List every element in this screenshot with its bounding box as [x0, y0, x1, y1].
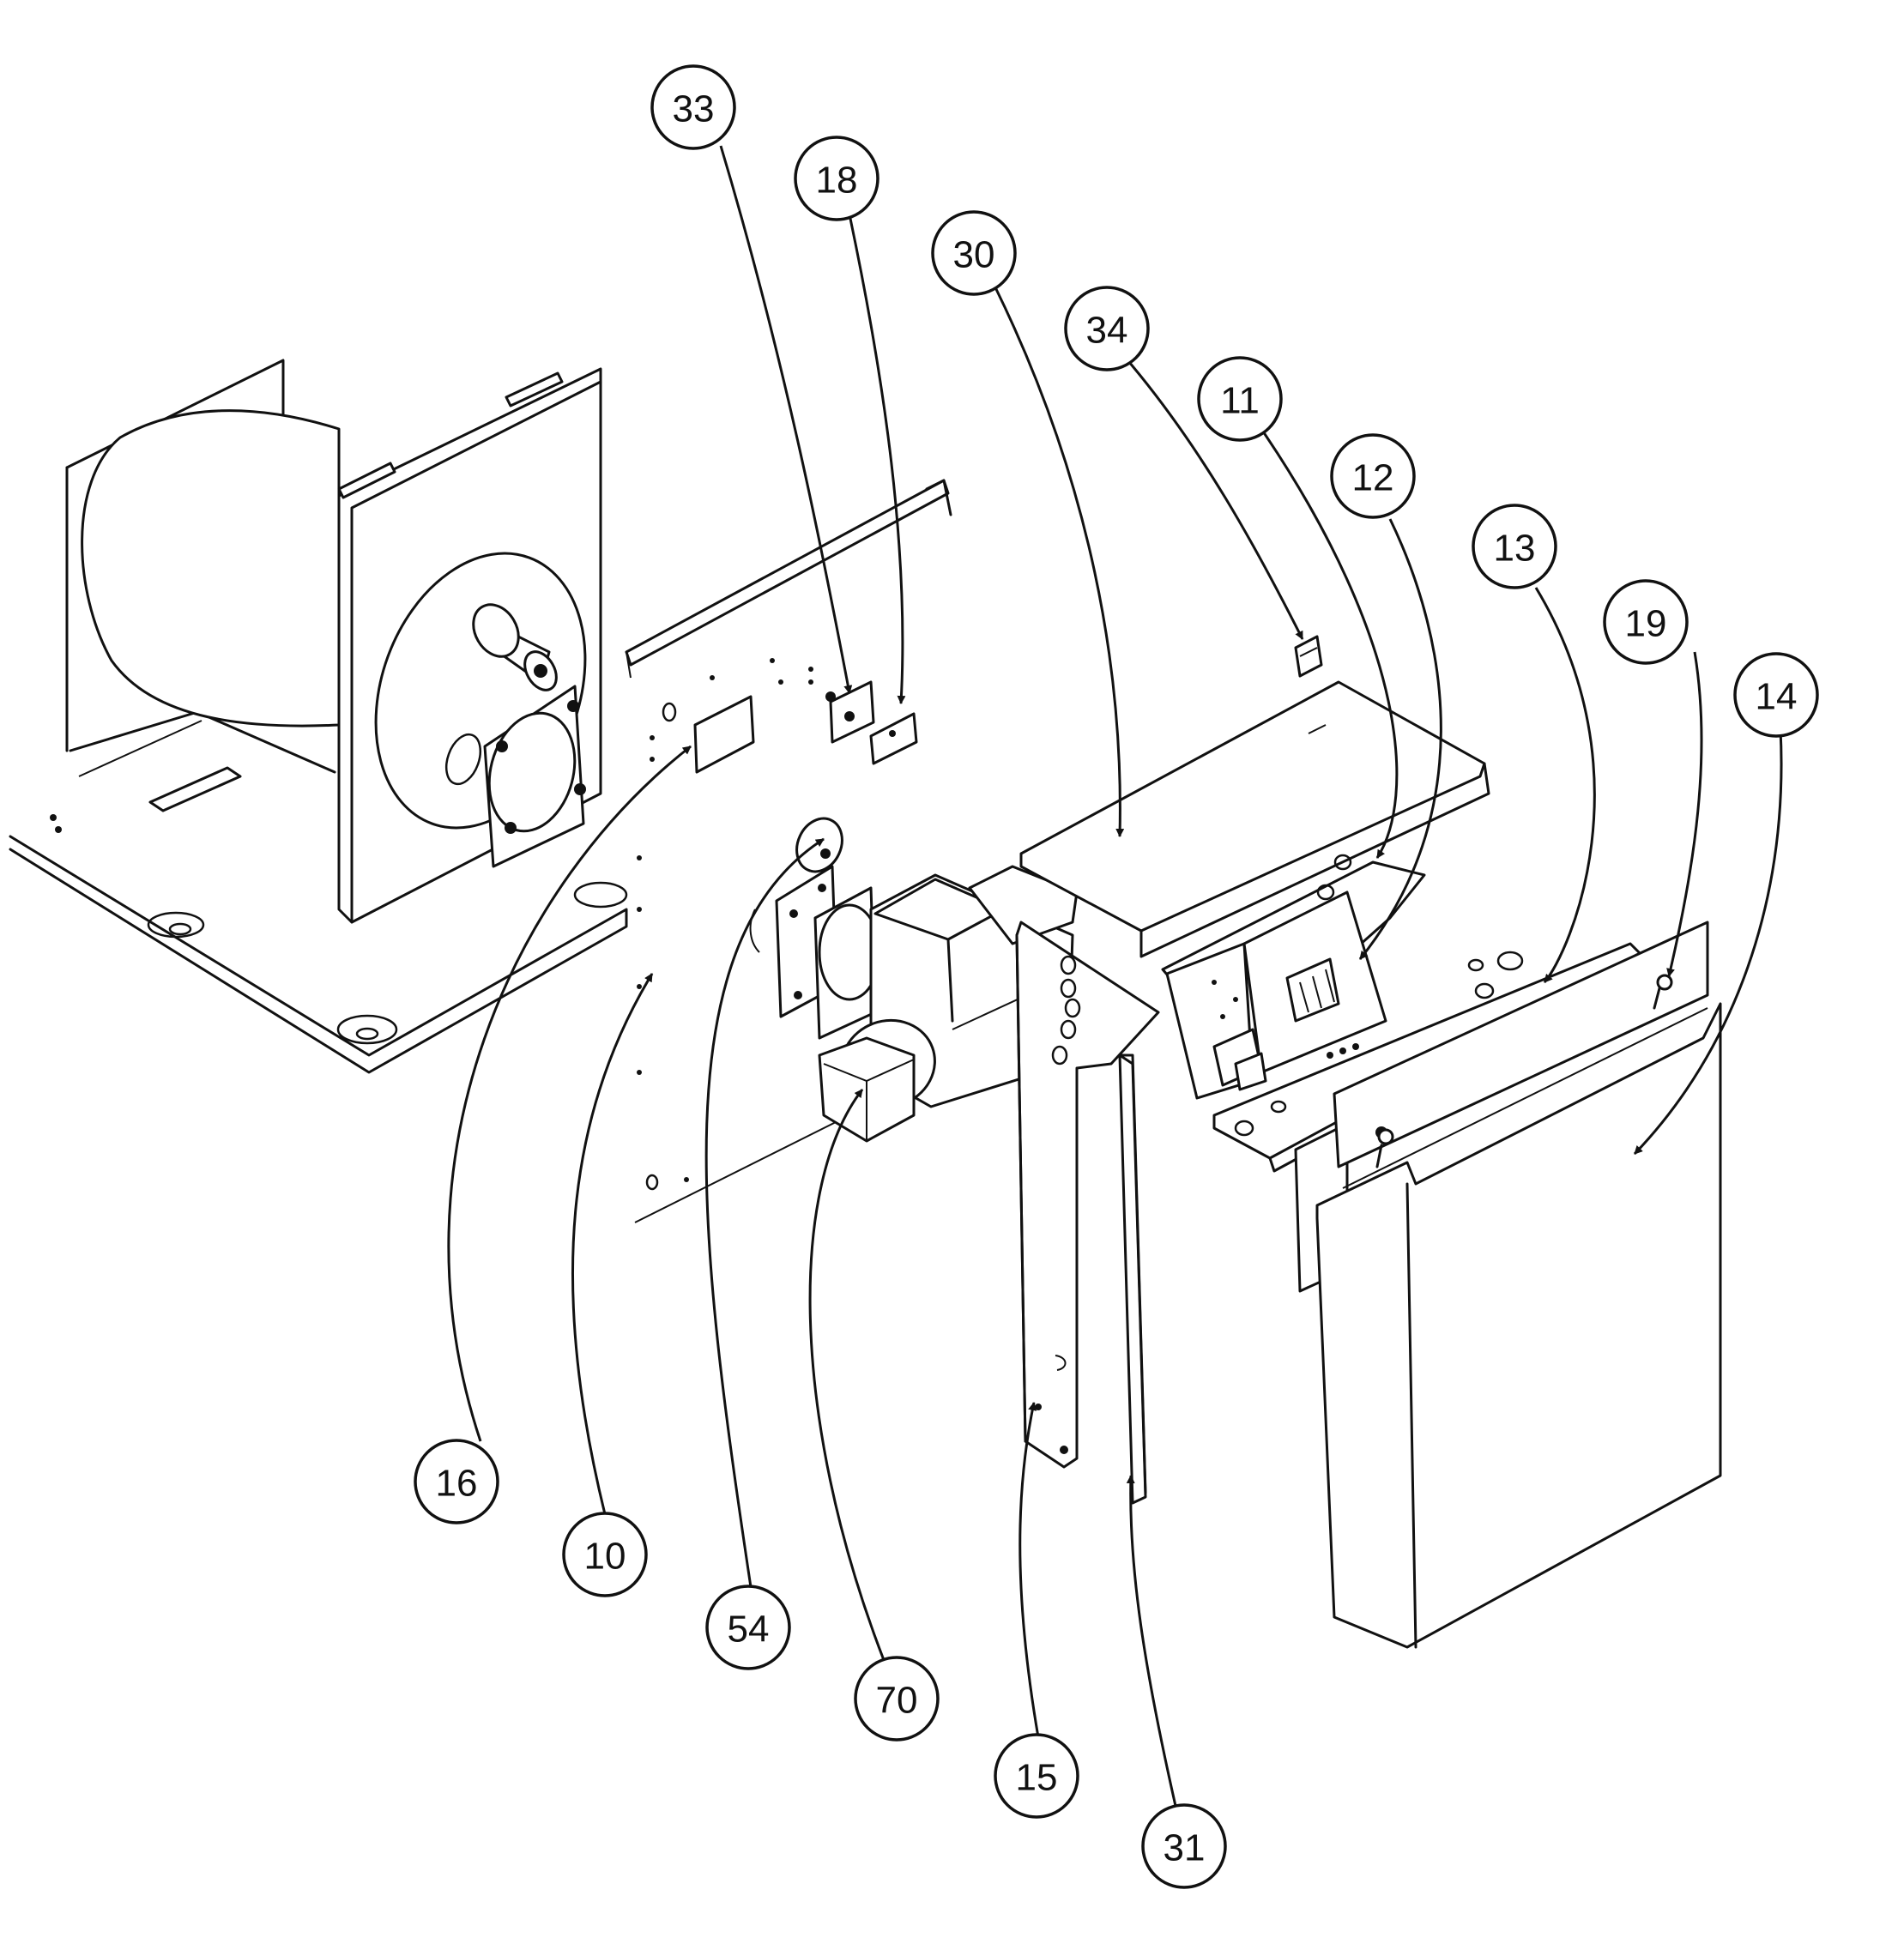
callout-18-label: 18: [816, 160, 858, 202]
top-cover: [1019, 680, 1490, 958]
callout-19: 19: [1603, 579, 1689, 665]
callout-12: 12: [1330, 433, 1416, 519]
callout-30: 30: [931, 210, 1017, 296]
callout-10: 10: [562, 1512, 648, 1597]
label-plate: [693, 695, 755, 774]
control-box: [1161, 854, 1426, 1100]
callout-31: 31: [1141, 1803, 1227, 1889]
callout-70-label: 70: [876, 1680, 918, 1722]
divider-panel: [625, 479, 952, 1223]
callout-10-label: 10: [584, 1536, 626, 1578]
side-panel: [1015, 921, 1160, 1469]
callout-13: 13: [1472, 504, 1557, 589]
callout-12-label: 12: [1352, 457, 1394, 499]
callout-33: 33: [650, 64, 736, 150]
callout-11: 11: [1197, 356, 1283, 442]
callout-34-label: 34: [1086, 310, 1128, 352]
callout-16: 16: [414, 1439, 499, 1524]
vertical-strip: [1118, 1053, 1147, 1505]
callout-34: 34: [1064, 286, 1150, 371]
callout-54: 54: [705, 1585, 791, 1670]
callout-15-label: 15: [1016, 1757, 1058, 1799]
callout-13-label: 13: [1494, 528, 1536, 570]
callout-14-label: 14: [1756, 676, 1798, 718]
relay-bracket: [825, 680, 875, 744]
callout-33-label: 33: [673, 88, 715, 130]
callout-31-label: 31: [1164, 1827, 1206, 1869]
callout-15: 15: [994, 1733, 1079, 1819]
callout-14: 14: [1733, 652, 1819, 738]
screw-lower: [1375, 1128, 1394, 1168]
cover-plate: [869, 712, 918, 765]
callout-19-label: 19: [1625, 603, 1667, 645]
callout-30-label: 30: [953, 234, 995, 276]
callout-16-label: 16: [436, 1463, 478, 1505]
rocker-switch: [1294, 635, 1323, 678]
callout-54-label: 54: [728, 1609, 770, 1651]
callout-70: 70: [854, 1656, 940, 1742]
screw-19: [1653, 974, 1673, 1010]
callout-18: 18: [794, 136, 879, 221]
blower-housing-assembly: [65, 359, 602, 924]
leader-lines: [447, 145, 1783, 1807]
callout-11-label: 11: [1220, 380, 1260, 422]
base-plate: [9, 814, 628, 1074]
